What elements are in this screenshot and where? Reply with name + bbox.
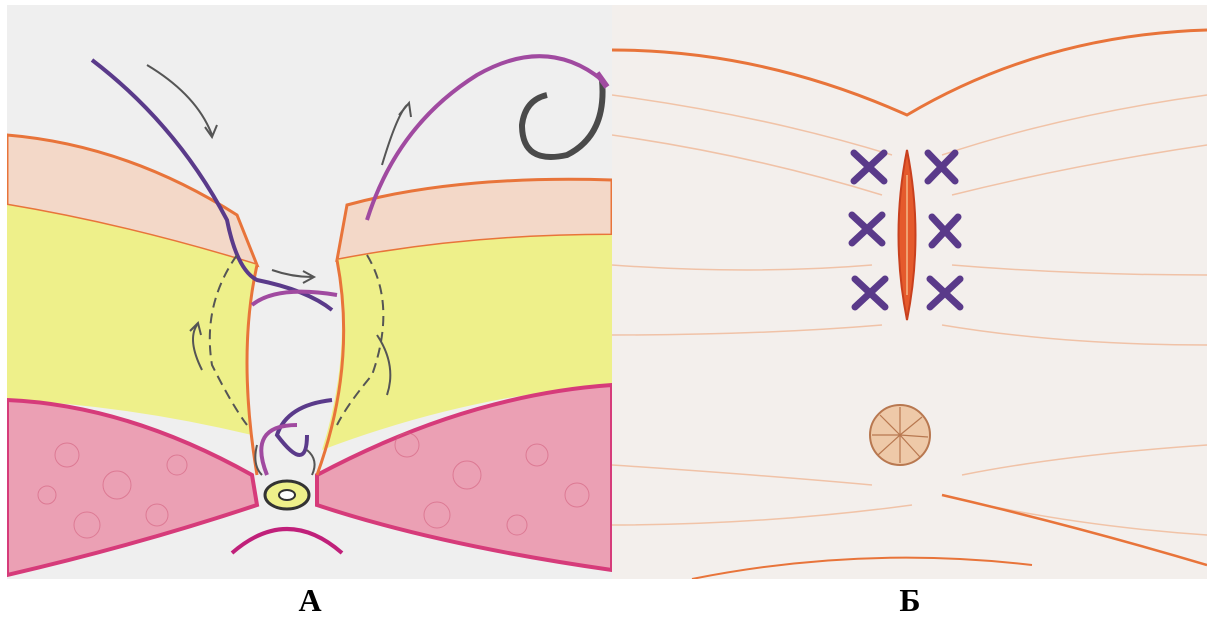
suture-x-mark: [932, 217, 958, 245]
peritoneum-arc: [232, 529, 342, 553]
suture-x-mark: [928, 153, 955, 181]
cross-section-drawing: [7, 5, 612, 579]
lower-contour-right: [942, 495, 1207, 565]
suture-x-mark: [852, 215, 882, 243]
body-top-contour: [612, 30, 1207, 115]
needle-icon: [522, 80, 603, 157]
panel-a-label: А: [280, 582, 340, 618]
panel-b-illustration: [612, 5, 1207, 579]
lower-contour-bottom: [692, 558, 1032, 579]
surface-view-drawing: [612, 5, 1207, 579]
umbilicus-icon: [870, 405, 930, 465]
suture-x-mark: [854, 153, 884, 181]
panel-a-illustration: [7, 5, 612, 579]
suture-x-mark: [855, 279, 885, 307]
suture-x-mark: [930, 279, 960, 307]
panel-b-label: Б: [880, 582, 940, 618]
